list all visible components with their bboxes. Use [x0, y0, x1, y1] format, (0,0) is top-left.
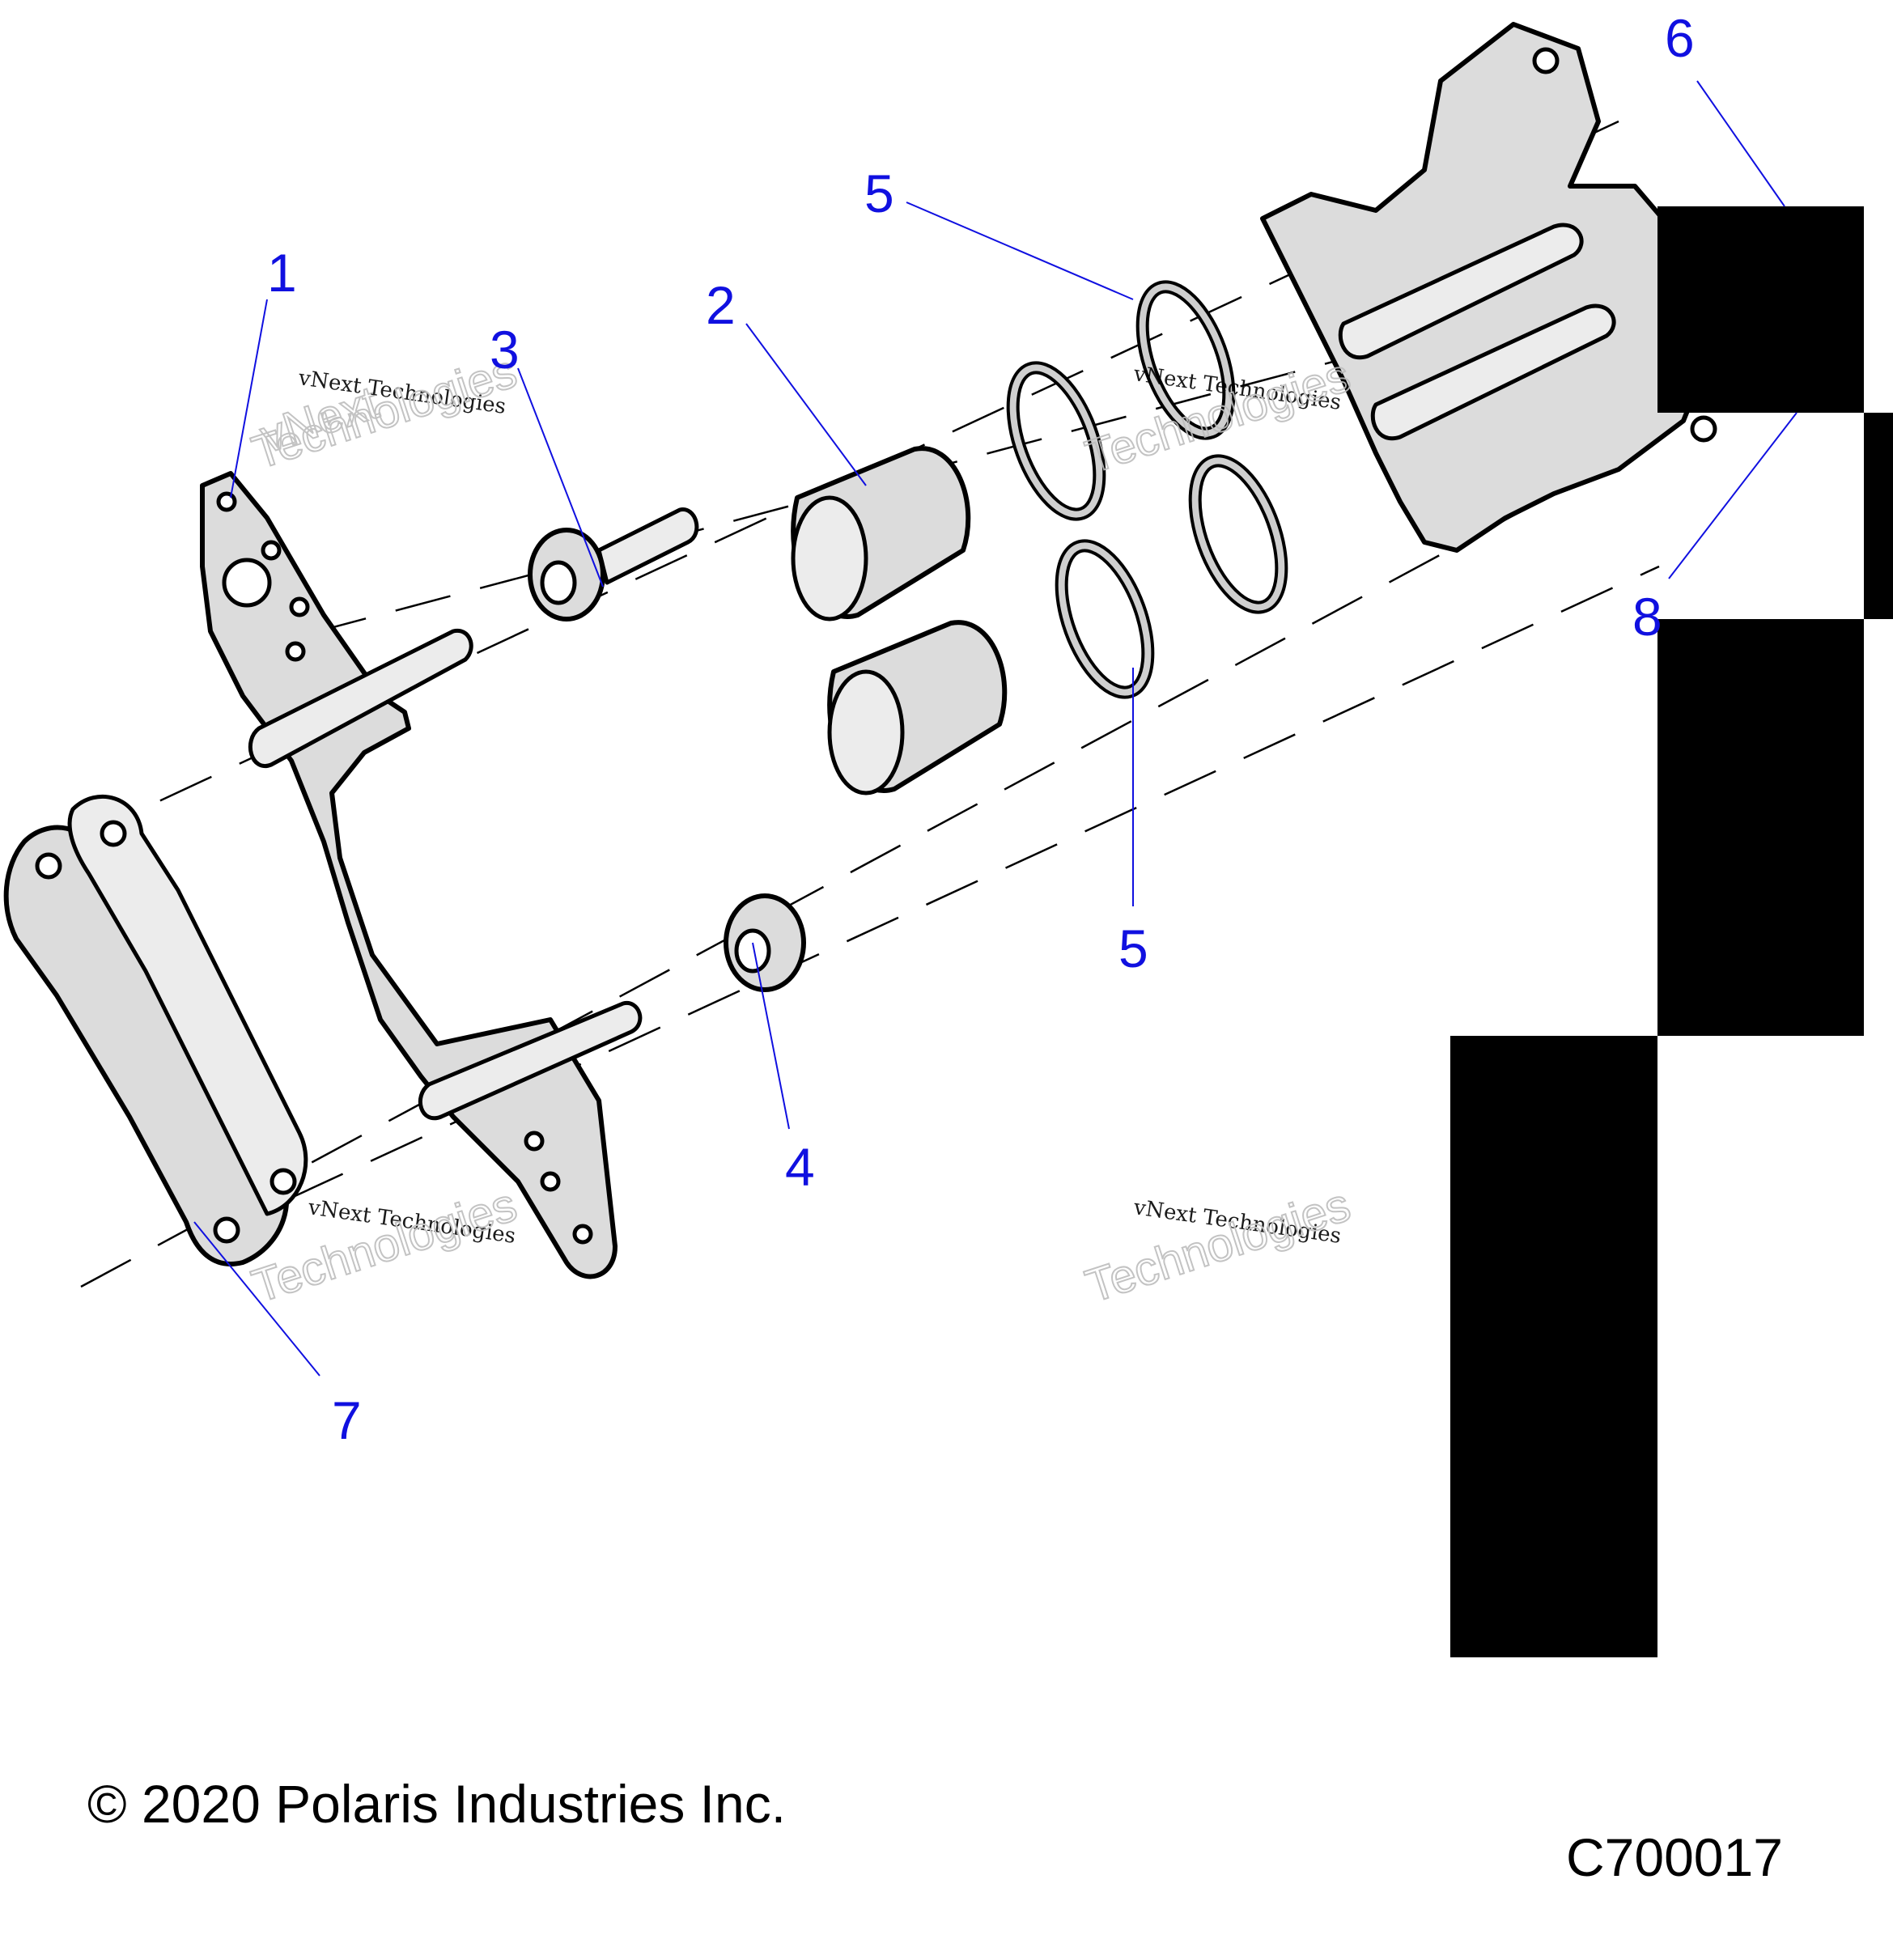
redaction-blocks: [1450, 206, 1893, 1657]
callout-1: 1: [267, 243, 297, 303]
caliper-bracket-part: [200, 471, 643, 1279]
callout-6: 6: [1665, 8, 1695, 68]
leader-lines: [193, 80, 1798, 1377]
callout-numbers: 1 2 3 4 5 5 6 7 8: [267, 8, 1695, 1450]
callout-5-upper: 5: [864, 163, 894, 223]
callout-2: 2: [706, 275, 736, 335]
pin-boot-upper-part: [528, 507, 699, 622]
pin-boot-lower-part: [724, 893, 806, 992]
callout-8: 8: [1632, 587, 1662, 647]
callout-5-lower: 5: [1118, 918, 1148, 978]
piston-seals-part: [1006, 280, 1288, 699]
caliper-housing-part: [1260, 22, 1718, 553]
callout-3: 3: [490, 320, 520, 380]
callout-7: 7: [332, 1390, 362, 1450]
drawing-id: C700017: [1566, 1827, 1783, 1887]
brake-pads-part: [3, 794, 308, 1266]
copyright-text: © 2020 Polaris Industries Inc.: [87, 1774, 786, 1834]
watermark-large-4: Technologies: [1080, 1178, 1356, 1313]
piston-upper-part: [791, 446, 971, 622]
piston-lower-part: [827, 620, 1008, 795]
callout-4: 4: [785, 1137, 815, 1197]
